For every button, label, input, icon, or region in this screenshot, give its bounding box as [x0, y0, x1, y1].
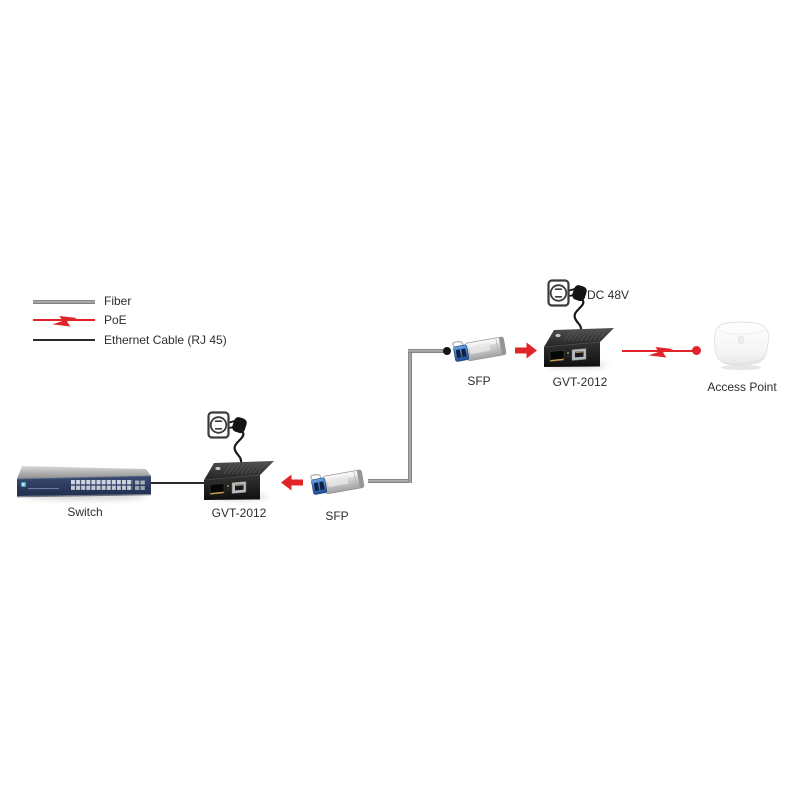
- media-converter-device: [202, 458, 276, 504]
- converter-bottom-label: GVT-2012: [211, 506, 267, 520]
- legend-fiber-line: [33, 300, 95, 304]
- access-point-label: Access Point: [707, 380, 777, 394]
- legend-poe-label: PoE: [104, 313, 127, 327]
- lightning-bolt-icon: [49, 312, 79, 328]
- lightning-bolt-icon: [645, 343, 675, 359]
- poe-connector-dot: [692, 346, 701, 355]
- legend-ethernet-line: [33, 339, 95, 341]
- fiber-cable-top-segment: [408, 349, 447, 353]
- sfp-top-label: SFP: [467, 374, 491, 388]
- arrow-left-icon: [281, 474, 303, 491]
- sfp-module-icon: [309, 464, 371, 500]
- arrow-right-icon: [515, 342, 537, 359]
- power-top-label: DC 48V: [587, 288, 630, 302]
- device-shadow: [24, 493, 146, 500]
- fiber-connector-dot: [443, 347, 451, 355]
- switch-device: [14, 462, 154, 508]
- access-point-device: [710, 321, 772, 371]
- ethernet-cable-line: [149, 482, 205, 484]
- sfp-bottom-label: SFP: [325, 509, 349, 523]
- sfp-module-icon: [451, 331, 513, 367]
- legend-fiber-label: Fiber: [104, 294, 132, 308]
- switch-label: Switch: [67, 505, 103, 519]
- media-converter-device: [542, 325, 616, 371]
- fiber-cable-bottom-segment: [368, 479, 412, 483]
- legend-ethernet-label: Ethernet Cable (RJ 45): [104, 333, 227, 347]
- poe-cable-line: [622, 350, 694, 352]
- fiber-cable-vertical-segment: [408, 349, 412, 483]
- converter-top-label: GVT-2012: [552, 375, 608, 389]
